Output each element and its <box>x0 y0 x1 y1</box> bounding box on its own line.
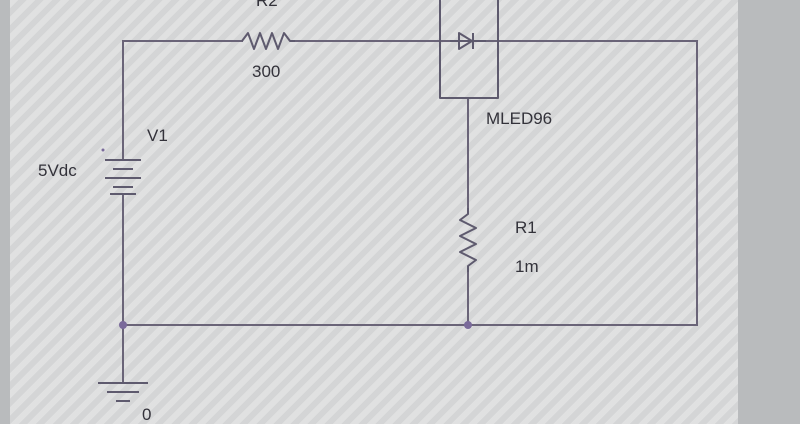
resistor-r1-ref: R1 <box>515 218 537 237</box>
ground-label: 0 <box>142 405 151 424</box>
resistor-r1-symbol <box>459 208 477 272</box>
resistor-r2-ref: R2 <box>256 0 278 10</box>
junction-node[interactable] <box>464 321 472 329</box>
junction-node[interactable] <box>119 321 127 329</box>
resistor-r2-value: 300 <box>252 62 280 81</box>
led-diode-icon <box>458 32 473 50</box>
plus-marker-icon <box>101 148 105 152</box>
voltage-source-ref: V1 <box>147 126 168 145</box>
led-body <box>439 0 499 99</box>
led-model-label: MLED96 <box>486 109 552 128</box>
circuit-diagram: R2 300 MLED96 V1 5Vdc <box>38 0 698 424</box>
resistor-r1-value: 1m <box>515 257 539 276</box>
schematic-canvas[interactable]: R2 300 MLED96 V1 5Vdc <box>10 0 738 424</box>
resistor-r1[interactable]: R1 1m <box>459 208 539 276</box>
voltage-source-v1[interactable]: V1 5Vdc <box>38 126 168 195</box>
wires <box>122 40 698 383</box>
voltage-source-value: 5Vdc <box>38 161 77 180</box>
led-mled96[interactable]: MLED96 <box>439 0 552 128</box>
ground-symbol[interactable]: 0 <box>98 382 151 424</box>
resistor-r2-symbol <box>241 32 295 50</box>
resistor-r2[interactable]: R2 300 <box>241 0 295 81</box>
